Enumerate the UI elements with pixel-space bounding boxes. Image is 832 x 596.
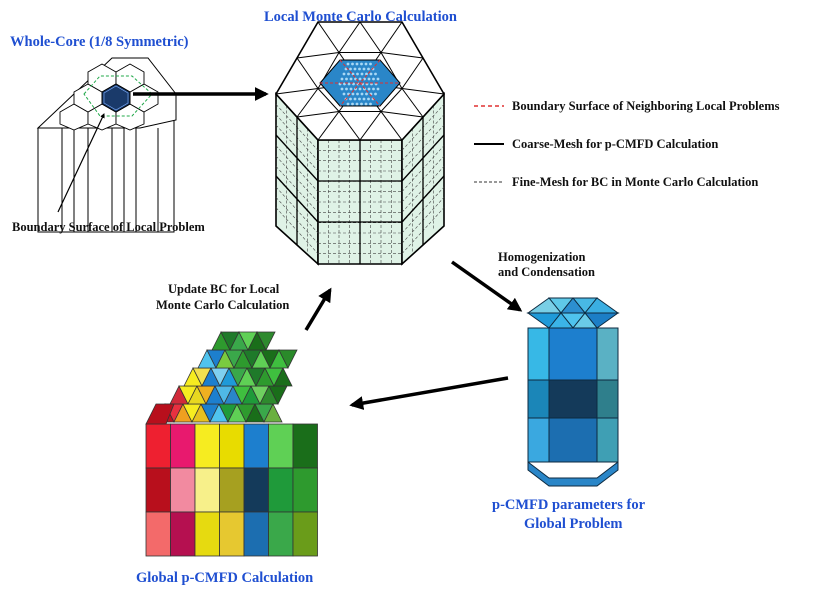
global-pcmfd-title: Global p-CMFD Calculation [136,570,313,586]
global-pcmfd-block [145,331,318,557]
homogenization-label-2: and Condensation [498,265,595,279]
legend-label-coarse: Coarse-Mesh for p-CMFD Calculation [512,137,718,151]
arrow-to-global [349,376,509,410]
pcmfd-params-title-2: Global Problem [524,516,622,532]
whole-core-diagram [36,57,177,233]
arrow-to-pcmfd-params [450,260,523,312]
local-mc-prism [275,21,445,266]
update-bc-label-2: Monte Carlo Calculation [156,298,289,312]
whole-core-title: Whole-Core (1/8 Symmetric) [10,34,189,50]
pcmfd-assembly [526,297,620,487]
local-mc-title: Local Monte Carlo Calculation [264,9,457,25]
legend [474,105,504,183]
arrow-update-bc [304,287,332,331]
pcmfd-params-title-1: p-CMFD parameters for [492,497,646,513]
legend-label-boundary: Boundary Surface of Neighboring Local Pr… [512,99,780,113]
legend-label-fine: Fine-Mesh for BC in Monte Carlo Calculat… [512,175,758,189]
homogenization-label-1: Homogenization [498,250,586,264]
boundary-local-label: Boundary Surface of Local Problem [12,220,205,234]
update-bc-label-1: Update BC for Local [168,282,280,296]
